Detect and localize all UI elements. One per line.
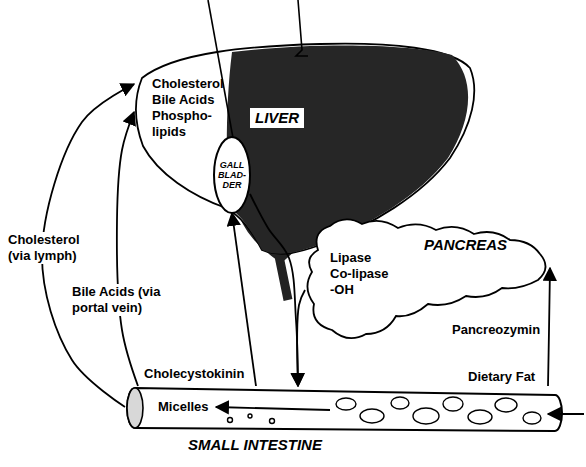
dietary-fat-arrow — [548, 413, 584, 415]
flow-arrow — [117, 112, 138, 386]
edge-label: Cholesterol (via lymph) — [8, 232, 98, 264]
substance-list: Cholesterol Bile Acids Phospho- lipids — [152, 76, 228, 140]
fat-globule — [413, 408, 439, 424]
organ-name: SMALL INTESTINE — [188, 436, 322, 454]
edge-label: Cholecystokinin — [144, 366, 244, 382]
micelle-dot — [228, 418, 233, 423]
micelle-dot — [270, 419, 275, 424]
input-label: Dietary Fat — [468, 369, 535, 385]
fat-globule — [495, 398, 517, 412]
flow-arrow — [250, 194, 298, 386]
micelle-arrow — [216, 407, 330, 410]
edge-label: Bile Acids (via portal vein) — [72, 284, 172, 316]
organ-name: LIVER — [250, 108, 304, 128]
edge-label: Pancreozymin — [452, 322, 540, 338]
fat-globule — [468, 410, 492, 424]
intestine-tube — [127, 388, 562, 431]
fat-globule — [443, 397, 463, 411]
enzyme-list: Lipase Co-lipase -OH — [330, 250, 393, 298]
fat-globule — [391, 397, 409, 409]
fat-globules — [228, 397, 542, 424]
fat-globule — [523, 412, 541, 424]
organ-name: GALL BLAD- DER — [215, 160, 249, 190]
gallbladder-outline — [214, 137, 250, 213]
flow-arrow — [548, 268, 550, 386]
pancreas-organ: PANCREAS Lipase Co-lipase -OH — [305, 212, 550, 340]
organ-name: PANCREAS — [424, 236, 507, 254]
retractor-string — [296, 0, 308, 56]
flow-arrow — [232, 213, 256, 386]
liver-outline — [136, 44, 474, 254]
gallbladder-organ: GALL BLAD- DER — [214, 137, 250, 213]
fat-globule — [336, 398, 356, 410]
micelles-text: Micelles — [158, 399, 209, 415]
retractor-string — [208, 0, 233, 138]
intestine-opening — [127, 388, 143, 428]
flow-arrow — [297, 290, 305, 386]
fat-globule — [360, 409, 384, 423]
intestine-organ: MicellesSMALL INTESTINE — [125, 386, 565, 456]
pancreas-outline — [307, 219, 545, 338]
micelle-dot — [248, 414, 252, 418]
